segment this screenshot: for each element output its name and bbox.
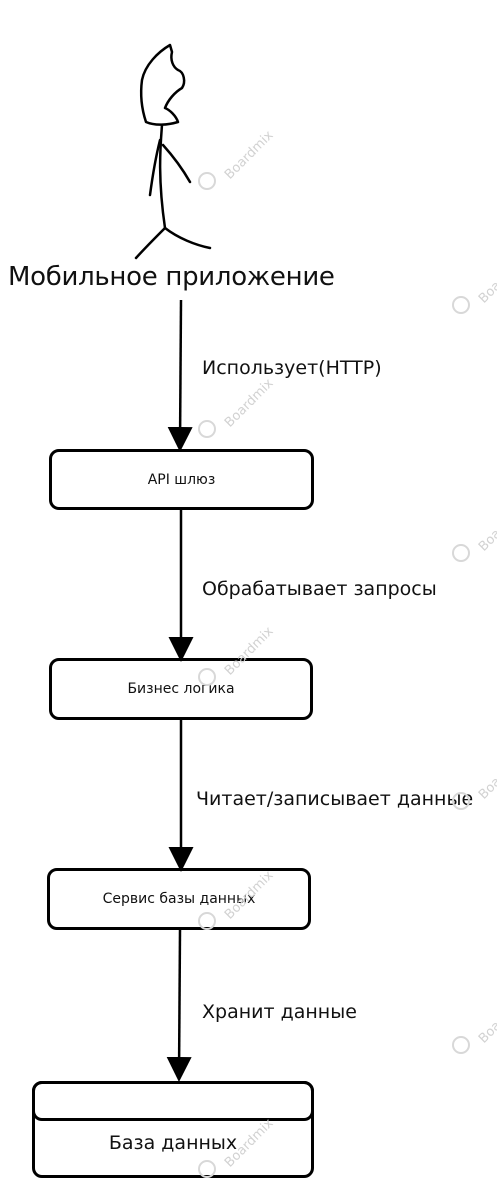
actor-body: [158, 123, 167, 230]
node-business-logic-label: Бизнес логика: [127, 681, 235, 697]
actor-leg-right: [163, 226, 212, 250]
node-database-label: База данных: [108, 1132, 238, 1154]
actor-arm-right: [161, 143, 192, 184]
edge-arrow-service-to-db: [166, 929, 192, 1082]
watermark-logo-icon: [198, 912, 216, 930]
edge-label-processes-requests: Обрабатывает запросы: [202, 578, 437, 600]
database-top-band: [32, 1081, 314, 1121]
actor-head: [139, 43, 186, 126]
node-api-gateway-label: API шлюз: [147, 471, 216, 488]
edge-label-reads-writes-data: Читает/записывает данные: [196, 788, 474, 810]
actor-figure: [134, 43, 212, 260]
watermark-logo-icon: [198, 1160, 216, 1178]
node-db-service[interactable]: Сервис базы данных: [47, 868, 311, 930]
node-api-gateway[interactable]: API шлюз: [49, 449, 314, 510]
actor-label: Мобильное приложение: [8, 262, 335, 292]
watermark-logo-icon: [452, 792, 470, 810]
edge-arrow-actor-to-api: [167, 299, 193, 452]
node-business-logic[interactable]: Бизнес логика: [49, 658, 313, 720]
actor-leg-left: [134, 226, 167, 260]
node-db-service-label: Сервис базы данных: [102, 891, 256, 907]
watermark-logo-icon: [198, 668, 216, 686]
watermark-logo-icon: [452, 544, 470, 562]
watermark-logo-icon: [198, 420, 216, 438]
node-database[interactable]: База данных: [32, 1081, 314, 1178]
edge-label-uses-http: Использует(HTTP): [202, 357, 382, 379]
actor-arm-left: [148, 138, 162, 197]
watermark-logo-icon: [198, 172, 216, 190]
edge-label-stores-data: Хранит данные: [202, 1001, 357, 1023]
watermark-logo-icon: [452, 296, 470, 314]
watermark-logo-icon: [452, 1036, 470, 1054]
